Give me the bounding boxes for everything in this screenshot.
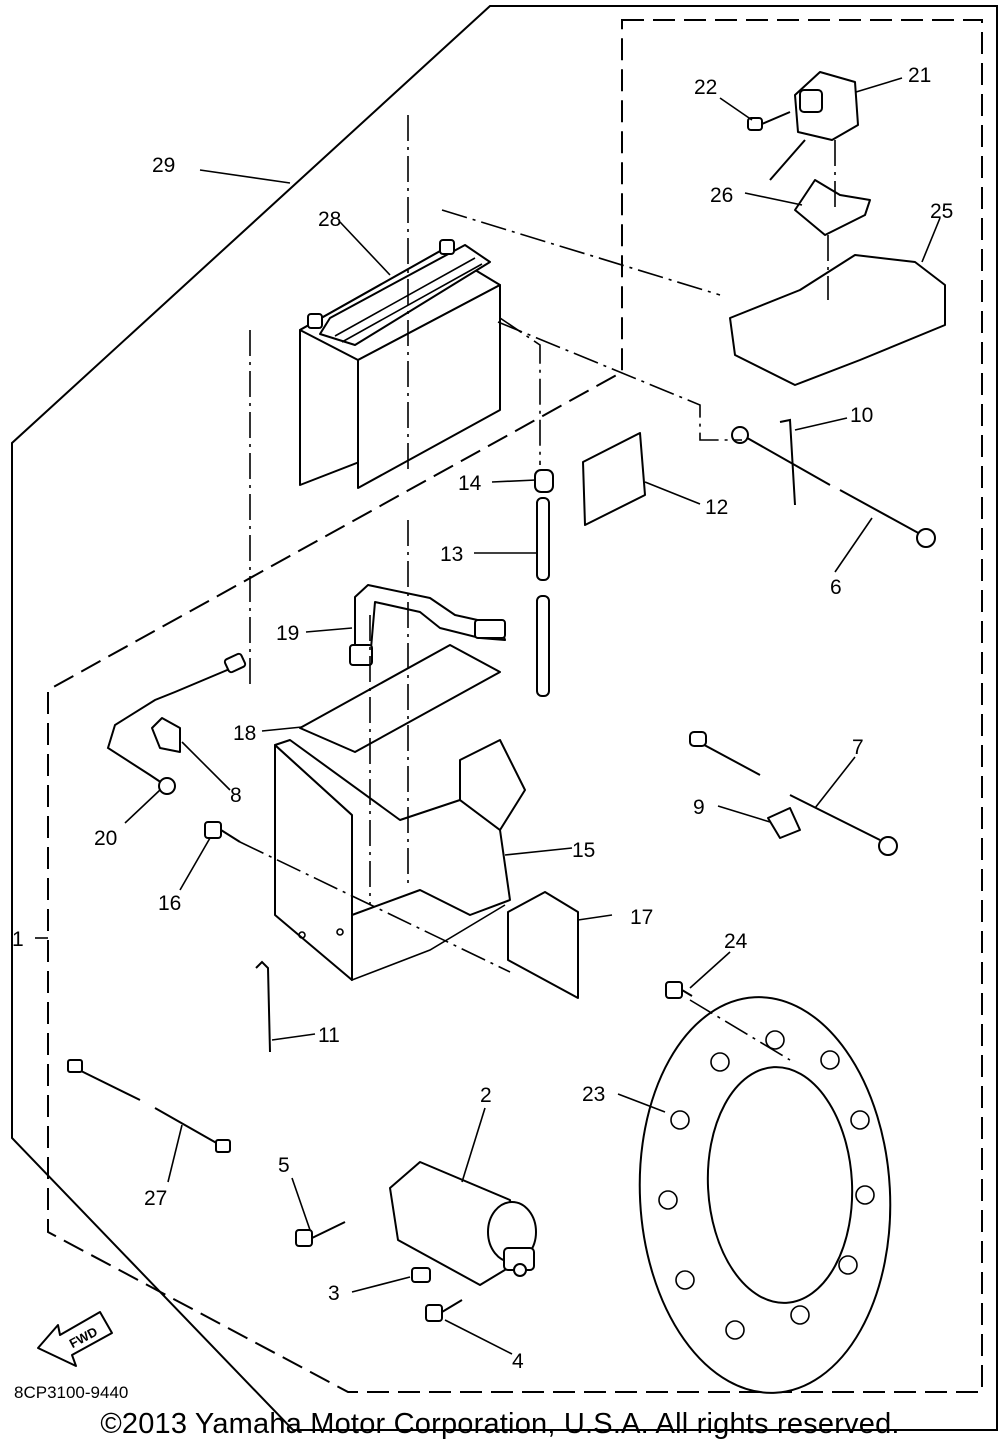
callout-20: 20 (94, 827, 117, 850)
callout-19: 19 (276, 622, 299, 645)
callout-13: 13 (440, 543, 463, 566)
bolt-part (204, 821, 241, 843)
callout-labels: 1 2 3 4 5 6 7 8 9 10 11 12 13 14 15 16 1… (12, 64, 953, 1373)
callout-5: 5 (278, 1154, 290, 1177)
lead-wire-part (67, 1059, 231, 1153)
callout-22: 22 (694, 76, 717, 99)
relay-cover-part (729, 254, 946, 386)
callout-4: 4 (512, 1350, 524, 1373)
battery-sheet-part (299, 644, 501, 753)
starter-relay-part (747, 71, 871, 236)
callout-1: 1 (12, 928, 24, 951)
battery-band-part (349, 584, 506, 666)
callout-21: 21 (908, 64, 931, 87)
callout-16: 16 (158, 892, 181, 915)
clamp-part (255, 960, 271, 1053)
callout-9: 9 (693, 796, 705, 819)
callout-15: 15 (572, 839, 595, 862)
callout-23: 23 (582, 1083, 605, 1106)
callout-6: 6 (830, 576, 842, 599)
diagram-code: 8CP3100-9440 (14, 1383, 128, 1402)
callout-26: 26 (710, 184, 733, 207)
ring-gear-part (638, 996, 892, 1394)
callout-18: 18 (233, 722, 256, 745)
battery-box-part (274, 739, 526, 982)
callout-24: 24 (724, 930, 748, 953)
battery-pad-part (582, 432, 646, 526)
starter-motor-part (389, 1161, 537, 1286)
starter-bolts-part (295, 981, 693, 1322)
callout-29: 29 (152, 154, 175, 177)
callout-7: 7 (852, 736, 864, 759)
callout-10: 10 (850, 404, 873, 427)
callout-12: 12 (705, 496, 728, 519)
forward-arrow-icon: FWD (37, 1311, 113, 1367)
kit-boundary-outline (11, 5, 998, 1431)
callout-28: 28 (318, 208, 341, 231)
callout-2: 2 (480, 1084, 492, 1107)
callout-11: 11 (318, 1024, 340, 1047)
vent-hose-part (534, 469, 554, 697)
battery-cable-part (689, 731, 898, 856)
battery-part (299, 239, 501, 489)
callout-27: 27 (144, 1187, 167, 1210)
callout-14: 14 (458, 472, 482, 495)
cover-plate-part (507, 891, 579, 999)
callout-17: 17 (630, 906, 653, 929)
battery-cable-2-part (731, 418, 936, 548)
callout-8: 8 (230, 784, 242, 807)
alignment-lines (239, 115, 836, 1061)
callout-3: 3 (328, 1282, 340, 1305)
leader-lines (35, 77, 941, 1355)
copyright-notice: ©2013 Yamaha Motor Corporation, U.S.A. A… (100, 1408, 900, 1440)
subassembly-dashed-outline (47, 19, 983, 1393)
callout-25: 25 (930, 200, 953, 223)
lead-cable-part (106, 652, 247, 795)
